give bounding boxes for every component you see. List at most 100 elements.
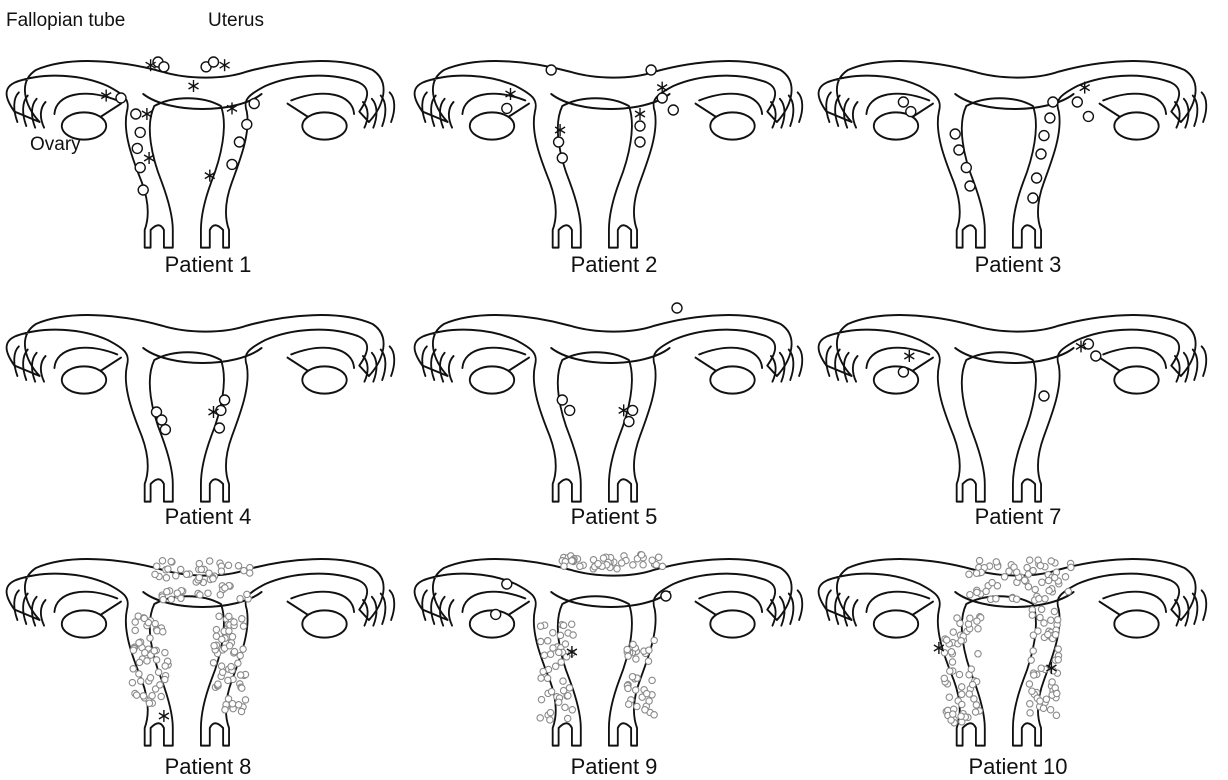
lesion-dot: [218, 568, 224, 574]
lesion-dot: [1054, 690, 1060, 696]
lesion-dot: [649, 677, 655, 683]
lesion-dot: [668, 105, 678, 115]
lesion-dot: [541, 652, 547, 658]
lesion-dot: [152, 620, 158, 626]
lesion-dot: [619, 560, 625, 566]
lesion-dot: [138, 678, 144, 684]
panel-5: [415, 315, 803, 502]
lesion-dot: [136, 659, 142, 665]
lesion-dot: [1014, 596, 1020, 602]
lesion-dot: [659, 563, 665, 569]
lesion-dot: [155, 669, 161, 675]
lesion-dot: [965, 181, 975, 191]
lesion-dot: [183, 571, 189, 577]
lesion-dot: [1039, 131, 1049, 141]
lesion-dot: [152, 571, 158, 577]
lesion-dot: [646, 65, 656, 75]
lesion-dot: [144, 658, 150, 664]
lesion-dot: [222, 707, 228, 713]
lesion-dot: [629, 674, 635, 680]
asterisk-mark: [635, 108, 645, 120]
asterisk-mark: [555, 124, 565, 136]
asterisk-mark: [657, 82, 667, 94]
lesion-dot: [157, 415, 167, 425]
lesion-dot: [162, 663, 168, 669]
lesion-dot: [158, 693, 164, 699]
lesion-dot: [222, 585, 228, 591]
lesion-dot: [638, 552, 644, 558]
lesion-dot: [1030, 648, 1036, 654]
lesion-dot: [973, 570, 979, 576]
lesion-dot: [1027, 710, 1033, 716]
lesion-dot: [545, 638, 551, 644]
lesion-dot: [645, 658, 651, 664]
lesion-dot: [959, 701, 965, 707]
lesion-dot: [231, 619, 237, 625]
lesion-dot: [154, 563, 160, 569]
lesion-dot: [225, 677, 231, 683]
lesion-dot: [993, 559, 999, 565]
panel-2: [415, 61, 803, 248]
lesion-dot: [561, 563, 567, 569]
lesion-dot: [231, 648, 237, 654]
lesion-dot: [547, 709, 553, 715]
lesion-dot: [993, 596, 999, 602]
lesion-dot: [642, 707, 648, 713]
lesion-dot: [1045, 577, 1051, 583]
lesion-dot: [146, 700, 152, 706]
lesion-dot: [132, 619, 138, 625]
lesion-dot: [147, 635, 153, 641]
caption-panel-3: Patient 3: [975, 252, 1062, 277]
lesion-dot: [1032, 173, 1042, 183]
lesion-dot: [1029, 688, 1035, 694]
asterisk-mark: [227, 102, 237, 114]
caption-panel-6: Patient 7: [975, 504, 1062, 529]
lesion-dot: [164, 589, 170, 595]
lesion-dot: [196, 560, 202, 566]
lesion-dot: [211, 643, 217, 649]
caption-panel-9: Patient 10: [968, 754, 1067, 779]
lesion-dot: [153, 657, 159, 663]
lesion-dot: [136, 671, 142, 677]
lesion-dot: [947, 668, 953, 674]
lesion-dot: [954, 615, 960, 621]
lesion-dot: [950, 629, 956, 635]
lesion-dot: [132, 143, 142, 153]
lesion-dot: [538, 696, 544, 702]
lesion-dot: [651, 712, 657, 718]
lesion-dot: [1039, 579, 1045, 585]
lesion-dot: [238, 708, 244, 714]
lesion-dot: [1055, 617, 1061, 623]
lesion-dot: [240, 646, 246, 652]
lesion-dot: [553, 663, 559, 669]
lesion-dot: [961, 163, 971, 173]
lesion-dot: [129, 679, 135, 685]
lesion-dot: [569, 558, 575, 564]
lesion-dot: [214, 423, 224, 433]
lesion-dot: [898, 367, 908, 377]
lesion-dot: [976, 557, 982, 563]
lesion-dot: [577, 563, 583, 569]
lesion-dot: [1026, 681, 1032, 687]
lesion-dot: [226, 643, 232, 649]
lesion-dot: [130, 666, 136, 672]
lesion-dot: [1025, 584, 1031, 590]
lesion-dot: [205, 590, 211, 596]
lesion-dot: [973, 702, 979, 708]
lesion-dot: [635, 137, 645, 147]
lesion-dot: [906, 107, 916, 117]
lesion-dot: [1055, 657, 1061, 663]
lesion-dot: [547, 651, 553, 657]
lesion-dot: [237, 672, 243, 678]
lesion-dot: [1001, 574, 1007, 580]
lesion-dot: [646, 647, 652, 653]
lesion-dot: [544, 675, 550, 681]
panel-4: [7, 315, 395, 502]
lesion-dot: [1062, 574, 1068, 580]
lesion-dot: [242, 697, 248, 703]
lesion-dot: [130, 647, 136, 653]
lesion-dot: [491, 609, 501, 619]
caption-panel-8: Patient 9: [571, 754, 658, 779]
lesion-dot: [1068, 564, 1074, 570]
lesion-dot: [235, 563, 241, 569]
